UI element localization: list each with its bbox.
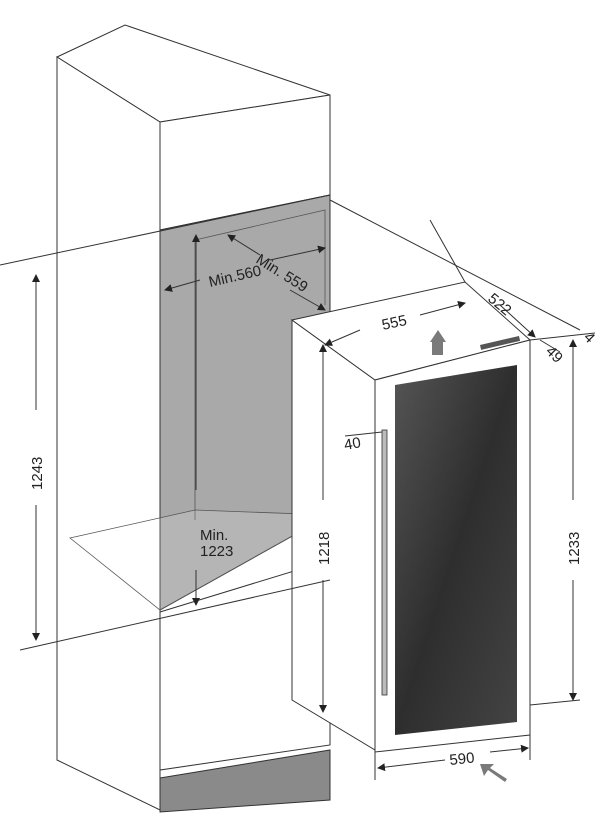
label-cabinet-height: 1243 [29,457,46,490]
cabinet-side-panel [56,56,161,811]
plinth [159,749,331,813]
door-handle [381,429,388,696]
airflow-in-arrow [480,764,507,782]
label-door-offset: 49 [542,343,566,367]
airflow-up-arrowhead [430,330,446,342]
dimension-lines [0,194,596,780]
airflow-up-arrow [432,340,443,355]
label-appliance-width-top: 555 [380,312,408,334]
lower-cabinet [159,559,331,771]
label-niche-height-line2: 1223 [200,543,233,560]
label-niche-height-line1: Min. [200,527,228,544]
label-appliance-height: 1218 [316,532,333,565]
niche-back-edge [194,209,326,305]
cabinet-column [55,24,332,813]
wine-cooler [290,281,532,782]
label-door-gap: 4 [580,329,598,347]
label-handle-depth: 40 [343,434,362,454]
control-panel [480,336,521,350]
glass-panel [395,365,517,735]
label-door-width: 590 [449,749,476,769]
appliance-side [291,319,376,751]
label-total-height: 1233 [566,532,583,565]
